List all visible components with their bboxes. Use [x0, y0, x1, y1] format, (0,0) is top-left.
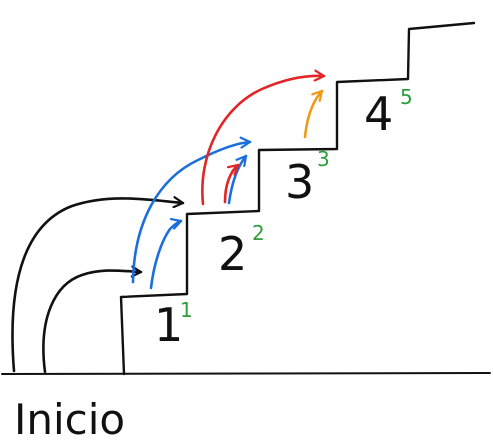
arrow-step-2-to-3-red: [223, 163, 240, 204]
arrow-step-1-to-3: [131, 142, 252, 284]
arrow-step-2-to-4: [201, 76, 326, 206]
step-count-2: 2: [252, 221, 265, 245]
arrow-step-3-to-4: [303, 89, 324, 139]
arrow-start-to-step-1: [42, 271, 143, 374]
step-number-4: 4: [364, 87, 393, 141]
ground-line: [1, 372, 491, 375]
step-number-1: 1: [154, 298, 183, 352]
staircase-outline: [119, 21, 476, 376]
arrow-step-1-to-2: [149, 221, 183, 290]
step-number-2: 2: [218, 227, 247, 281]
arrow-step-2-to-3: [227, 154, 248, 205]
step-count-1: 1: [180, 298, 193, 322]
step-count-3: 3: [317, 147, 330, 171]
start-label: Inicio: [14, 395, 125, 444]
arrow-start-to-step-2: [11, 198, 185, 373]
step-number-3: 3: [285, 155, 314, 209]
step-count-4: 5: [400, 85, 413, 109]
